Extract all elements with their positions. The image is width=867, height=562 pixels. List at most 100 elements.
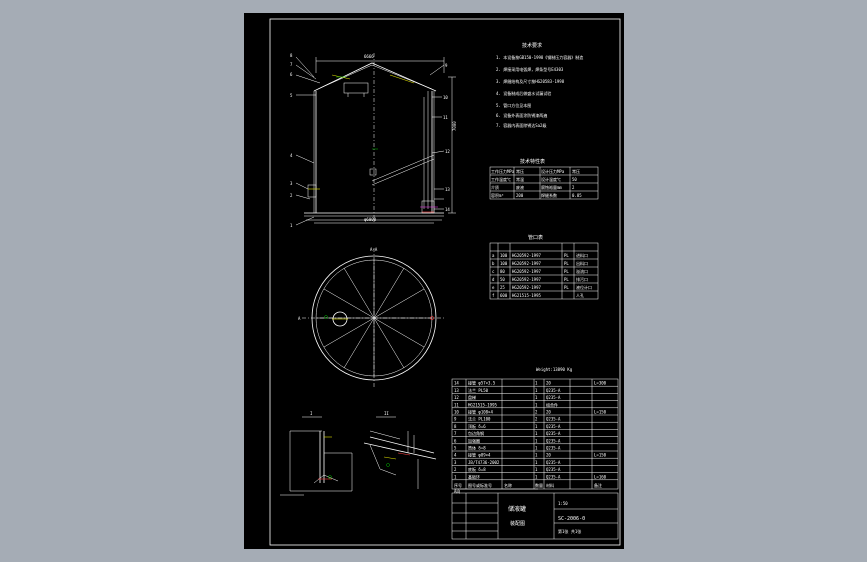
parts-row-cell: 接管 φ108×4 <box>468 409 493 415</box>
detail-note: A向 <box>454 488 460 494</box>
part-num-6: 6 <box>290 72 293 77</box>
parts-row-cell: 20 <box>546 381 551 386</box>
nozzle-cell: 100 <box>500 253 508 258</box>
parts-row-cell: 1 <box>535 474 538 479</box>
part-num-12: 12 <box>445 149 450 154</box>
parts-row-cell: 6 <box>454 438 457 443</box>
nozzle-cell: 液位计口 <box>576 284 592 290</box>
parts-row-cell: 7 <box>454 431 457 436</box>
parts-row-cell: 1 <box>535 388 538 393</box>
parts-row-cell: 20 <box>546 410 551 415</box>
nozzle-cell: PL <box>564 261 569 266</box>
spec-cell: 常压 <box>572 168 580 174</box>
parts-row-cell: 加强圈 <box>468 437 480 443</box>
spec-cell: 常压 <box>516 168 524 174</box>
parts-header-cell: 材料 <box>546 482 554 488</box>
parts-row-cell: Q235-A <box>546 446 561 451</box>
nozzle-cell: HG21515-1995 <box>512 293 541 298</box>
parts-row-cell: Q235-A <box>546 431 561 436</box>
nozzle-cell: 人孔 <box>576 292 584 298</box>
parts-row-cell: 1 <box>535 395 538 400</box>
spec-cell: 容积m³ <box>491 192 504 198</box>
parts-row-cell: 1 <box>535 460 538 465</box>
nozzle-cell: 100 <box>500 261 508 266</box>
parts-row-cell: 接管 φ89×4 <box>468 452 491 458</box>
parts-row-cell: 组合件 <box>546 401 558 407</box>
tank-plan-view <box>302 248 446 388</box>
parts-row-cell: 3 <box>454 460 457 465</box>
height-dimension: 7000 <box>452 121 457 131</box>
part-number-leaders-right <box>429 64 445 210</box>
nozzle-cell: 排污口 <box>576 276 588 282</box>
parts-row-cell: 顶板 δ=6 <box>468 423 486 429</box>
tech-spec-title: 技术特性表 <box>520 158 545 165</box>
tech-req-item: 7. 容器内表面除锈达Sa2级 <box>496 122 546 128</box>
parts-row-cell: 1 <box>454 474 457 479</box>
nozzle-cell: PL <box>564 277 569 282</box>
nozzle-cell: d <box>492 277 495 282</box>
parts-row-cell: Q235-A <box>546 467 561 472</box>
parts-header-cell: 图号或标准号 <box>468 482 492 488</box>
nozzle-table-title: 管口表 <box>528 234 543 241</box>
top-dimension: 6666 <box>364 54 374 59</box>
drawing-number: SC-2006-0 <box>558 516 585 522</box>
parts-row-cell: 包边角钢 <box>468 430 484 436</box>
title-block-name: 储液罐 <box>508 505 526 513</box>
tech-req-item: 2. 焊接采用电弧焊，焊条型号E4303 <box>496 66 564 72</box>
title-block-sheet: 第1张 共1张 <box>558 528 581 534</box>
spec-cell: 设计压力MPa <box>541 168 565 174</box>
nozzle-cell: c <box>492 269 495 274</box>
nozzle-cell: PL <box>564 269 569 274</box>
part-num-8: 8 <box>290 53 293 58</box>
parts-row-cell: 14 <box>454 381 459 386</box>
parts-row-cell: Q235-A <box>546 395 561 400</box>
parts-row-cell: 5 <box>454 446 457 451</box>
spec-cell: 工作压力MPa <box>491 168 515 174</box>
nozzle-table: a 100 HG20592-1997 PL 进料口 b 100 HG20592-… <box>489 242 599 300</box>
part-num-1: 1 <box>290 223 293 228</box>
nozzle-cell: HG20592-1997 <box>512 277 541 282</box>
part-num-2: 2 <box>290 193 293 198</box>
parts-row-cell: 盘梯 <box>468 394 476 400</box>
parts-row-cell: L=150 <box>594 410 607 415</box>
nozzle-cell: f <box>492 293 495 298</box>
parts-row-cell: 1 <box>535 446 538 451</box>
parts-header-cell: 名称 <box>504 482 512 488</box>
parts-row-cell: 法兰 PL100 <box>468 416 491 422</box>
part-num-13: 13 <box>445 187 450 192</box>
parts-row-cell: Q235-A <box>546 474 561 479</box>
tech-spec-table: 工作压力MPa 常压 设计压力MPa 常压 工作温度℃ 常温 设计温度℃ 50 … <box>489 166 599 200</box>
title-block: 储液罐 装配图 SC-2006-0 1:50 第1张 共1张 <box>451 492 619 540</box>
parts-row-cell: 8 <box>454 424 457 429</box>
detail-view-1 <box>280 430 353 496</box>
parts-list-header: 序号 图号或标准号 名称 数量 材料 备注 <box>454 482 602 488</box>
parts-row-cell: 1 <box>535 431 538 436</box>
detail-label-1: I <box>310 411 313 416</box>
tech-req-item: 3. 焊缝结构及尺寸按HG20583-1998 <box>496 78 565 84</box>
parts-row-cell: Q235-A <box>546 460 561 465</box>
part-number-leaders-left <box>295 56 321 226</box>
title-block-subtitle: 装配图 <box>510 520 525 527</box>
parts-header-cell: 序号 <box>454 482 462 488</box>
nozzle-cell: HG20592-1997 <box>512 269 541 274</box>
spec-cell: 焊缝系数 <box>541 192 557 198</box>
parts-row-cell: 1 <box>535 424 538 429</box>
spec-cell: 常温 <box>516 176 524 182</box>
spec-cell: 200 <box>516 193 524 198</box>
parts-row-cell: JB/T4736-2002 <box>468 460 500 465</box>
parts-row-cell: Q235-A <box>546 438 561 443</box>
parts-row-cell: 1 <box>535 467 538 472</box>
parts-row-cell: HG21515-1995 <box>468 402 497 407</box>
parts-header-cell: 数量 <box>535 482 543 488</box>
parts-row-cell: L=300 <box>594 381 607 386</box>
spec-cell: 介质 <box>491 184 499 190</box>
parts-row-cell: Q235-A <box>546 388 561 393</box>
parts-row-cell: 基础环 <box>468 473 480 479</box>
detail-view-2 <box>363 430 437 489</box>
nozzle-cell: HG20592-1997 <box>512 261 541 266</box>
tech-req-item: 1. 本设备按GB150-1998《钢制压力容器》制造 <box>496 54 583 60</box>
part-num-7: 7 <box>290 62 293 67</box>
tank-elevation: 6666 <box>304 53 457 224</box>
parts-row-cell: 2 <box>535 417 538 422</box>
parts-row-cell: 13 <box>454 388 459 393</box>
